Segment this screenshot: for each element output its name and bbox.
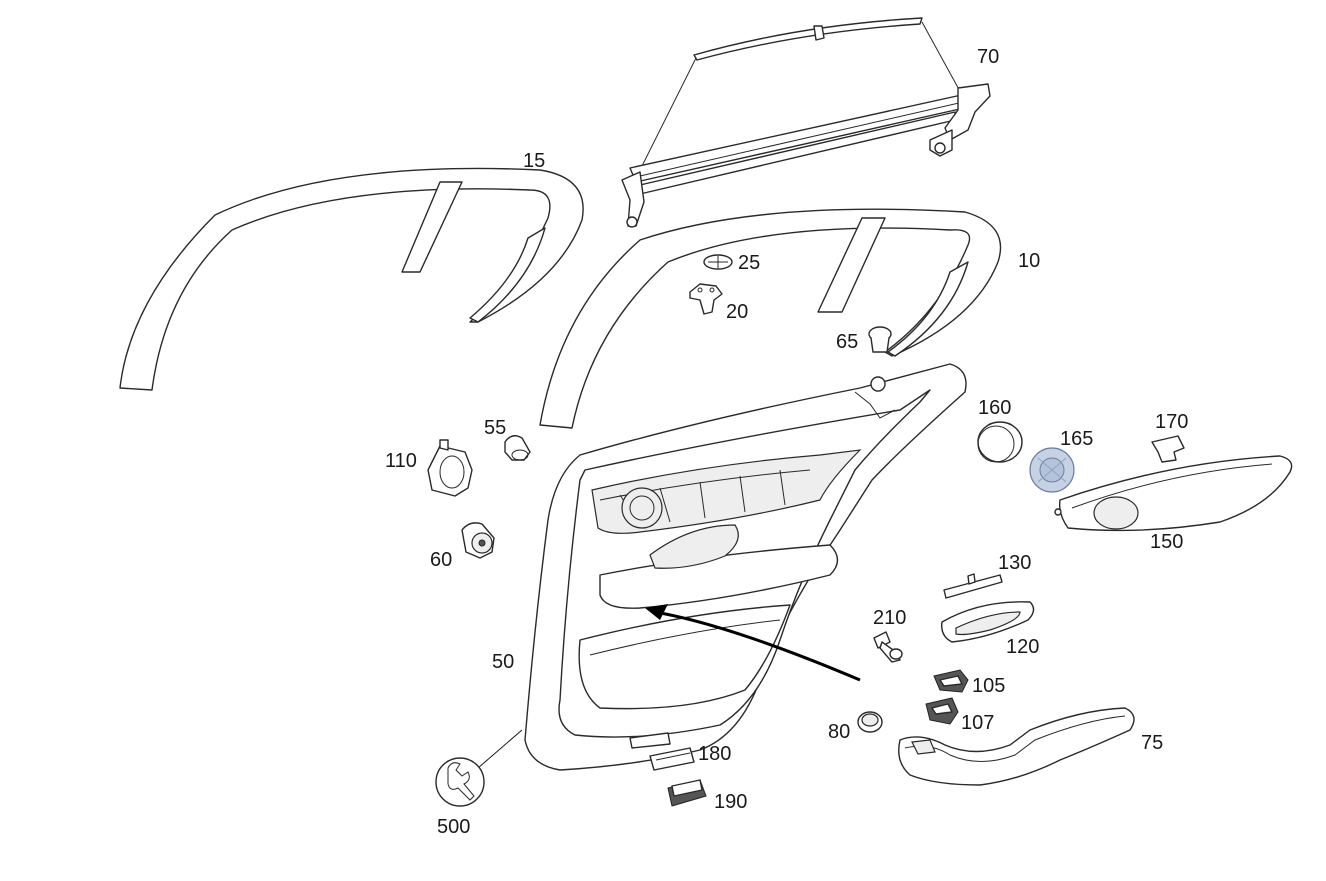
label-80: 80 <box>828 721 850 743</box>
label-10: 10 <box>1018 250 1040 272</box>
part-180-switch-cover[interactable] <box>649 747 695 771</box>
label-105: 105 <box>972 675 1005 697</box>
part-165-speaker[interactable] <box>1029 447 1075 493</box>
part-55-grommet[interactable] <box>504 435 531 461</box>
part-15-window-frame-trim[interactable] <box>119 167 584 391</box>
part-500-service-symbol[interactable] <box>435 729 523 807</box>
part-65-push-clip[interactable] <box>868 326 892 353</box>
part-20-bracket[interactable] <box>689 283 723 315</box>
label-170: 170 <box>1155 411 1188 433</box>
label-130: 130 <box>998 552 1031 574</box>
part-190-switch[interactable] <box>667 779 707 807</box>
part-80-cap[interactable] <box>857 711 883 733</box>
label-65: 65 <box>836 331 858 353</box>
part-105-switch[interactable] <box>933 669 969 693</box>
part-10-window-trim[interactable] <box>539 208 1002 429</box>
part-60-bushing[interactable] <box>461 522 495 559</box>
assembly-arrow <box>645 604 861 682</box>
label-190: 190 <box>714 791 747 813</box>
label-180: 180 <box>698 743 731 765</box>
part-130-handle-cover[interactable] <box>943 573 1003 599</box>
part-170-bracket[interactable] <box>1151 435 1185 463</box>
label-210: 210 <box>873 607 906 629</box>
part-150-trim-strip[interactable] <box>1054 455 1293 532</box>
label-60: 60 <box>430 549 452 571</box>
part-120-pull-handle[interactable] <box>941 601 1035 643</box>
part-70-sunshade[interactable] <box>621 17 991 228</box>
label-55: 55 <box>484 417 506 439</box>
label-150: 150 <box>1150 531 1183 553</box>
label-120: 120 <box>1006 636 1039 658</box>
label-110: 110 <box>385 450 417 472</box>
part-25-clip[interactable] <box>703 254 733 270</box>
label-75: 75 <box>1141 732 1163 754</box>
label-500: 500 <box>437 816 470 838</box>
label-107: 107 <box>961 712 994 734</box>
part-160-grille-cover[interactable] <box>977 421 1023 463</box>
part-labels: 70 15 25 20 10 65 55 110 160 165 170 150… <box>385 46 1188 838</box>
label-50: 50 <box>492 651 514 673</box>
label-20: 20 <box>726 301 748 323</box>
label-165: 165 <box>1060 428 1093 450</box>
part-210-bolt[interactable] <box>873 631 903 663</box>
part-50-door-trim-panel[interactable] <box>524 363 967 771</box>
label-160: 160 <box>978 397 1011 419</box>
label-70: 70 <box>977 46 999 68</box>
part-75-armrest[interactable] <box>898 707 1135 786</box>
label-25: 25 <box>738 252 760 274</box>
part-107-switch[interactable] <box>925 697 959 725</box>
label-15: 15 <box>523 150 545 172</box>
part-110-speaker-holder[interactable] <box>427 439 473 497</box>
wrench-icon <box>447 762 475 801</box>
